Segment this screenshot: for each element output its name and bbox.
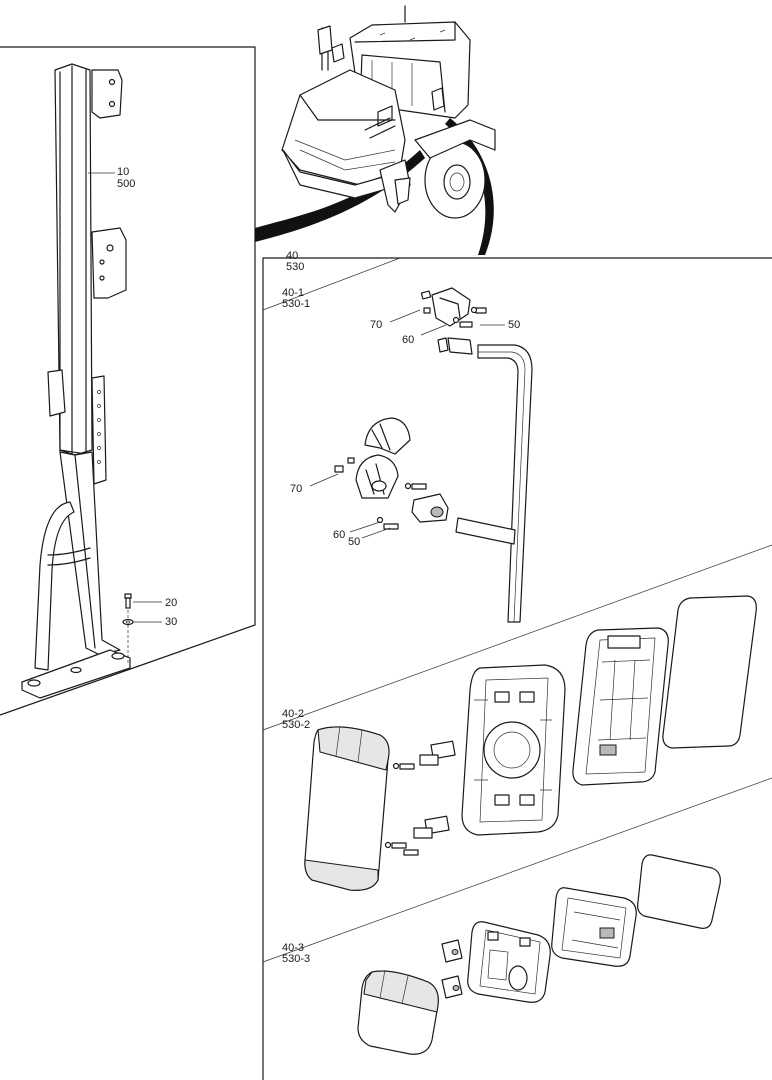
callout-10: 10 [117, 166, 129, 178]
callout-40: 40 [286, 250, 298, 262]
callout-40-2: 40-2 [282, 708, 304, 720]
callout-500: 500 [117, 178, 135, 190]
small-mirror-assembly [357, 854, 721, 1055]
callout-530: 530 [286, 261, 304, 273]
callout-30: 30 [165, 616, 177, 628]
callout-40-3: 40-3 [282, 942, 304, 954]
callout-530-3: 530-3 [282, 953, 310, 965]
mirror-post-assembly [21, 63, 162, 699]
callout-50-lower: 50 [348, 536, 360, 548]
callout-530-1: 530-1 [282, 298, 310, 310]
callout-20: 20 [165, 597, 177, 609]
callout-40-1: 40-1 [282, 287, 304, 299]
callout-70-upper: 70 [370, 319, 382, 331]
callout-530-2: 530-2 [282, 719, 310, 731]
callout-labels: 10 500 20 30 40 530 40-1 530-1 70 50 60 … [117, 166, 520, 965]
large-mirror-assembly [304, 595, 757, 891]
callout-50-upper: 50 [508, 319, 520, 331]
callout-60-lower: 60 [333, 529, 345, 541]
callout-60-upper: 60 [402, 334, 414, 346]
mirror-arm-assembly [309, 287, 533, 623]
frame-lines [0, 46, 772, 1080]
callout-70-lower: 70 [290, 483, 302, 495]
machine-overview [255, 5, 496, 255]
bolt-20 [124, 593, 132, 609]
washer-30 [122, 618, 134, 626]
